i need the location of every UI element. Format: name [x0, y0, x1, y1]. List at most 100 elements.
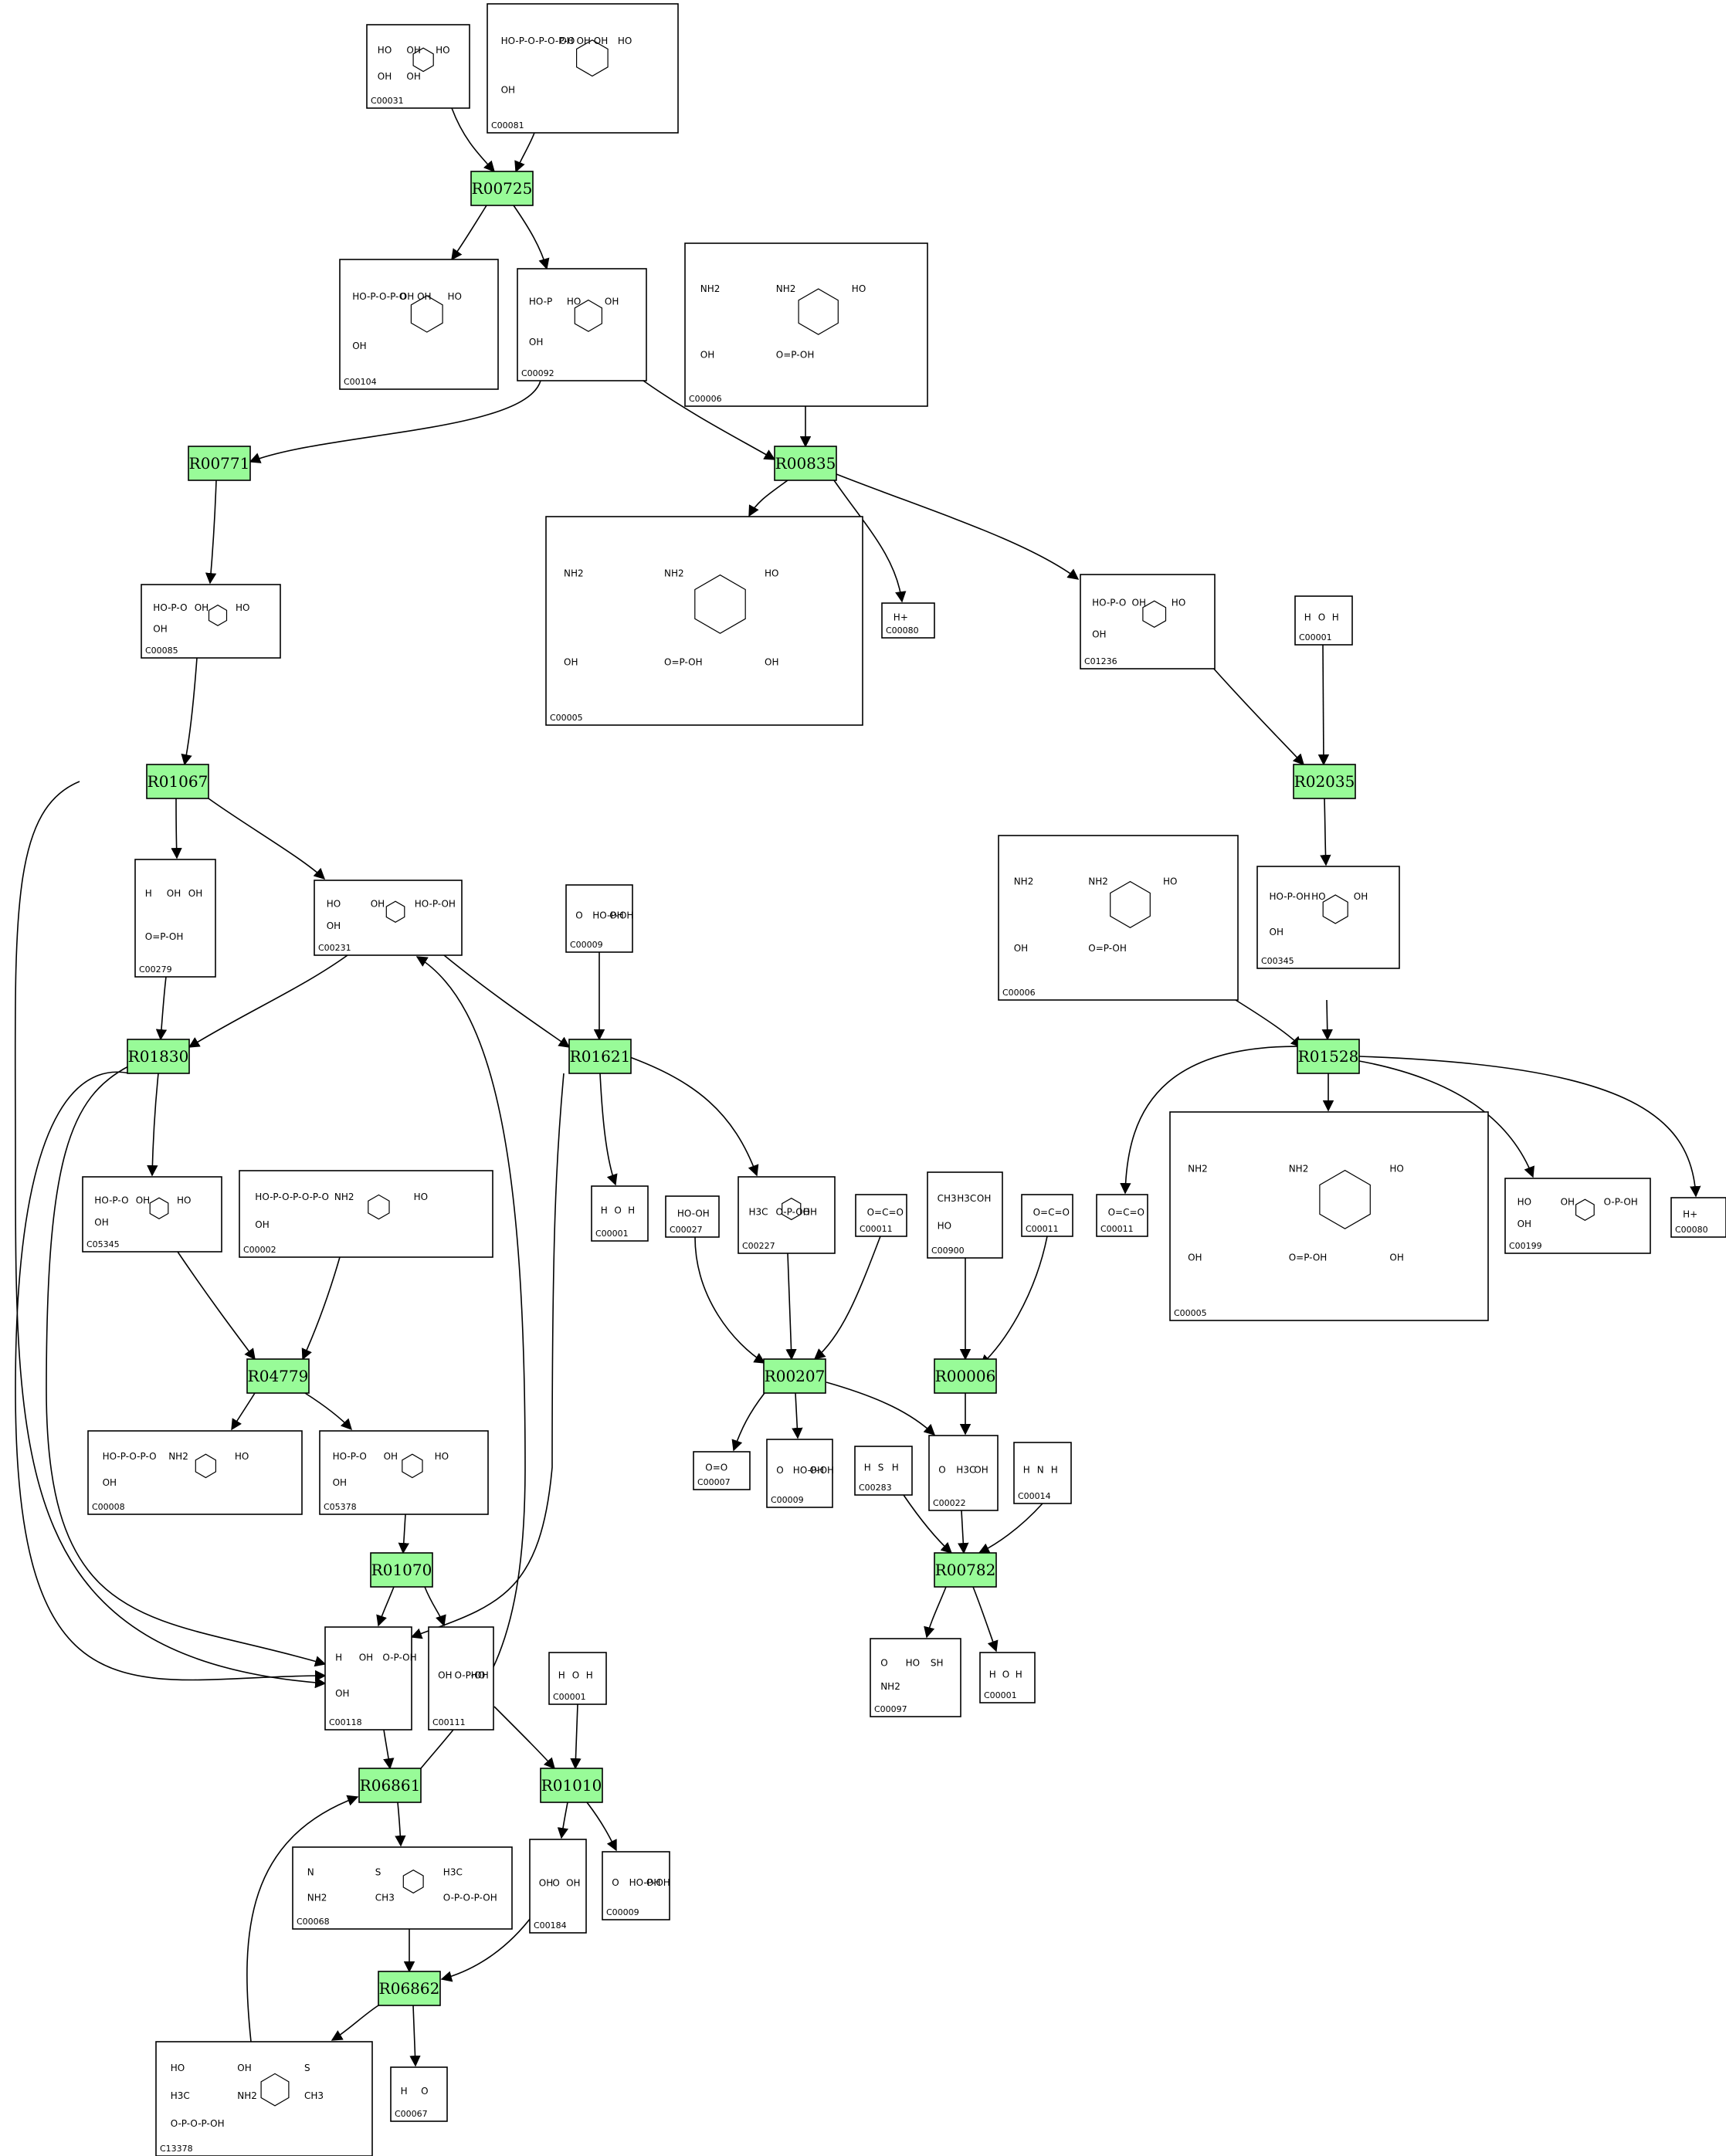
compound-node-c00080[interactable]: H+C00080	[1670, 1197, 1726, 1238]
compound-formula-fragment: NH2	[1088, 876, 1108, 886]
compound-box	[487, 3, 679, 134]
edge-arrow	[304, 1392, 352, 1431]
compound-box	[548, 1652, 607, 1705]
edge-arrow	[301, 1256, 341, 1361]
reaction-box	[470, 171, 534, 206]
reaction-node-r01070[interactable]: R01070	[370, 1552, 433, 1588]
edge-arrow	[599, 1073, 618, 1186]
reaction-node-r00006[interactable]: R00006	[934, 1358, 997, 1394]
structure-ring	[402, 1870, 424, 1894]
compound-box	[881, 602, 935, 639]
reaction-node-r00725[interactable]: R00725	[470, 171, 534, 206]
reaction-node-r04779[interactable]: R04779	[246, 1358, 310, 1394]
edge-arrow	[376, 1586, 395, 1627]
compound-formula-fragment: N	[307, 1867, 314, 1878]
compound-box	[565, 884, 633, 953]
edge-arrow	[208, 798, 326, 880]
compound-formula-fragment: NH2	[700, 283, 721, 294]
edge-arrow	[1235, 999, 1302, 1049]
compound-formula-fragment: OH	[1389, 1253, 1403, 1263]
reaction-node-r01830[interactable]: R01830	[127, 1039, 190, 1074]
reaction-node-r01528[interactable]: R01528	[1297, 1039, 1360, 1074]
reaction-node-r01010[interactable]: R01010	[540, 1768, 603, 1803]
compound-formula-fragment: HO	[1172, 598, 1185, 608]
structure-ring	[575, 39, 609, 77]
reaction-box	[934, 1358, 997, 1394]
compound-node-c00080[interactable]: H+C00080	[881, 602, 935, 639]
compound-formula-fragment: H	[586, 1670, 593, 1681]
compound-box	[1080, 574, 1216, 670]
compound-formula-fragment: OH	[195, 602, 209, 613]
reaction-box	[774, 446, 837, 481]
compound-formula-fragment: OH	[188, 888, 202, 899]
compound-formula-fragment: O=C=O	[1033, 1207, 1070, 1218]
compound-formula-fragment: HO-P-OH	[629, 1877, 670, 1888]
compound-formula-fragment: OH	[977, 1193, 991, 1204]
edge-arrow	[731, 1392, 765, 1452]
reaction-node-r06861[interactable]: R06861	[358, 1768, 422, 1803]
compound-formula-fragment: SH	[931, 1657, 944, 1668]
compound-box	[1096, 1194, 1148, 1237]
compound-formula-fragment: OH	[810, 1465, 824, 1476]
reaction-node-r06862[interactable]: R06862	[378, 1971, 441, 2006]
reaction-node-r00782[interactable]: R00782	[934, 1552, 997, 1588]
compound-id-label: C00007	[697, 1477, 731, 1487]
compound-id-label: C00104	[344, 377, 377, 387]
edge-arrow	[903, 1494, 953, 1554]
reaction-node-r02035[interactable]: R02035	[1293, 764, 1356, 799]
reaction-node-r01621[interactable]: R01621	[568, 1039, 632, 1074]
reaction-node-r01067[interactable]: R01067	[146, 764, 209, 799]
reaction-node-r00835[interactable]: R00835	[774, 446, 837, 481]
reaction-box	[188, 446, 251, 481]
compound-formula-fragment: O	[552, 1878, 559, 1889]
compound-id-label: C00005	[1174, 1308, 1207, 1318]
reaction-node-r00207[interactable]: R00207	[763, 1358, 826, 1394]
reaction-node-r00771[interactable]: R00771	[188, 446, 251, 481]
compound-formula-fragment: NH2	[1014, 876, 1034, 886]
compound-formula-fragment: OH	[378, 71, 392, 82]
